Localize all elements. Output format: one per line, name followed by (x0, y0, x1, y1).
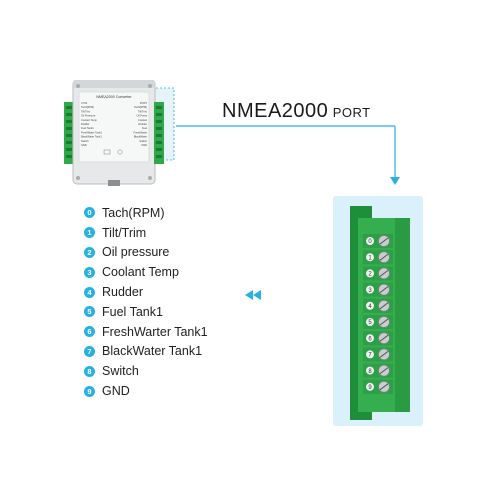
terminal-number: 2 (368, 272, 372, 278)
controller-right-label: Tach(RPM) (134, 105, 147, 109)
terminal-screw: 4 (363, 298, 393, 313)
pin-label: Coolant Temp (102, 265, 179, 280)
controller-right-label: FreshWater (134, 130, 148, 134)
controller-right-label: GND (141, 143, 147, 147)
controller-device: NMEA2000 Converter C702Tach(RPM)Tilt/Tri… (64, 80, 164, 186)
terminal-screw: 1 (363, 250, 393, 265)
controller-right-label: Tilt/Trim (138, 109, 147, 113)
pin-item: 4 Rudder (84, 282, 208, 302)
terminal-number: 3 (368, 288, 372, 294)
terminal-number: 7 (368, 353, 372, 359)
controller-left-label: GND (81, 143, 87, 147)
pin-number-badge: 7 (84, 345, 95, 357)
pin-number-badge: 0 (84, 207, 95, 219)
pin-label: Tach(RPM) (102, 205, 165, 220)
terminal-number: 4 (368, 304, 372, 310)
port-label: NMEA2000 PORT (222, 100, 371, 123)
pin-label: BlackWater Tank1 (102, 344, 203, 359)
pin-number-badge: 5 (84, 306, 95, 318)
controller-right-label: Switch (139, 139, 147, 143)
controller-left-label: Switch (81, 139, 89, 143)
controller-left-label: Tilt/Trim (81, 109, 90, 113)
terminal-panel: 0 1 2 3 4 5 6 7 8 9 (333, 196, 423, 426)
controller-right-label: PORT (140, 101, 148, 105)
recycle-icon (117, 149, 123, 155)
pin-label: Switch (102, 364, 139, 379)
terminal-number: 6 (368, 336, 372, 342)
pin-number-badge: 6 (84, 326, 95, 338)
terminal-screw: 6 (363, 331, 393, 346)
triangle-down-icon (390, 177, 400, 185)
pin-item: 2 Oil pressure (84, 243, 208, 263)
terminal-number: 0 (368, 239, 372, 245)
pin-item: 1 Tilt/Trim (84, 223, 208, 243)
pin-label: Oil pressure (102, 245, 170, 260)
terminal-screw: 0 (363, 234, 393, 248)
terminal-screw: 9 (363, 379, 393, 394)
port-label-main: NMEA2000 (222, 100, 329, 122)
ce-mark-icon (103, 149, 111, 155)
controller-left-label: C702 (81, 101, 88, 105)
pin-number-badge: 3 (84, 266, 95, 278)
pin-number-badge: 1 (84, 227, 95, 239)
terminal-screw: 5 (363, 315, 393, 329)
pin-item: 7 BlackWater Tank1 (84, 342, 208, 362)
pin-number-badge: 8 (84, 365, 95, 377)
double-chevron-left-icon (245, 290, 261, 300)
pin-number-badge: 9 (84, 385, 95, 397)
pin-item: 5 Fuel Tank1 (84, 302, 208, 322)
controller-left-label: Tach(RPM) (81, 105, 94, 109)
controller-left-label: FreshWater Tank1 (81, 130, 103, 134)
pin-number-badge: 4 (84, 286, 95, 298)
controller-left-label: BlackWater Tank1 (81, 135, 102, 139)
pin-item: 0 Tach(RPM) (84, 203, 208, 223)
pin-item: 8 Switch (84, 361, 208, 381)
pin-item: 9 GND (84, 381, 208, 401)
controller-left-label: Fuel Tank1 (81, 126, 94, 130)
controller-right-label: Oil Press (136, 114, 147, 118)
terminal-screw: 3 (363, 282, 393, 297)
controller-left-label: Oil Pressure (81, 114, 96, 118)
terminal-screw: 2 (363, 266, 393, 281)
controller-right-label: BlackWater (134, 135, 147, 139)
pin-number-badge: 2 (84, 246, 95, 258)
controller-right-label: Rudder (138, 122, 147, 126)
pin-label: FreshWarter Tank1 (102, 324, 208, 339)
terminal-number: 8 (368, 369, 372, 375)
terminal-number: 5 (368, 320, 372, 326)
controller-title: NMEA2000 Converter (96, 95, 132, 99)
controller-left-label: Rudder (81, 122, 90, 126)
pin-label: GND (102, 384, 130, 399)
pin-label: Fuel Tank1 (102, 304, 163, 319)
pin-list: 0 Tach(RPM) 1 Tilt/Trim 2 Oil pressure 3 Coolan… (84, 203, 208, 401)
terminal-number: 1 (368, 255, 372, 261)
terminal-block: 0 1 2 3 4 5 6 7 8 9 (350, 206, 410, 420)
terminal-number: 9 (368, 385, 372, 391)
controller-right-label: Coolant (138, 118, 147, 122)
terminal-screw: 7 (363, 347, 393, 362)
terminal-screw: 8 (363, 363, 393, 378)
pin-item: 3 Coolant Temp (84, 262, 208, 282)
port-label-sub: PORT (332, 105, 371, 120)
controller-left-label: Coolant Temp (81, 118, 98, 122)
pin-label: Tilt/Trim (102, 225, 147, 240)
pin-label: Rudder (102, 285, 143, 300)
pin-item: 6 FreshWarter Tank1 (84, 322, 208, 342)
controller-right-label: Fuel (142, 126, 147, 130)
